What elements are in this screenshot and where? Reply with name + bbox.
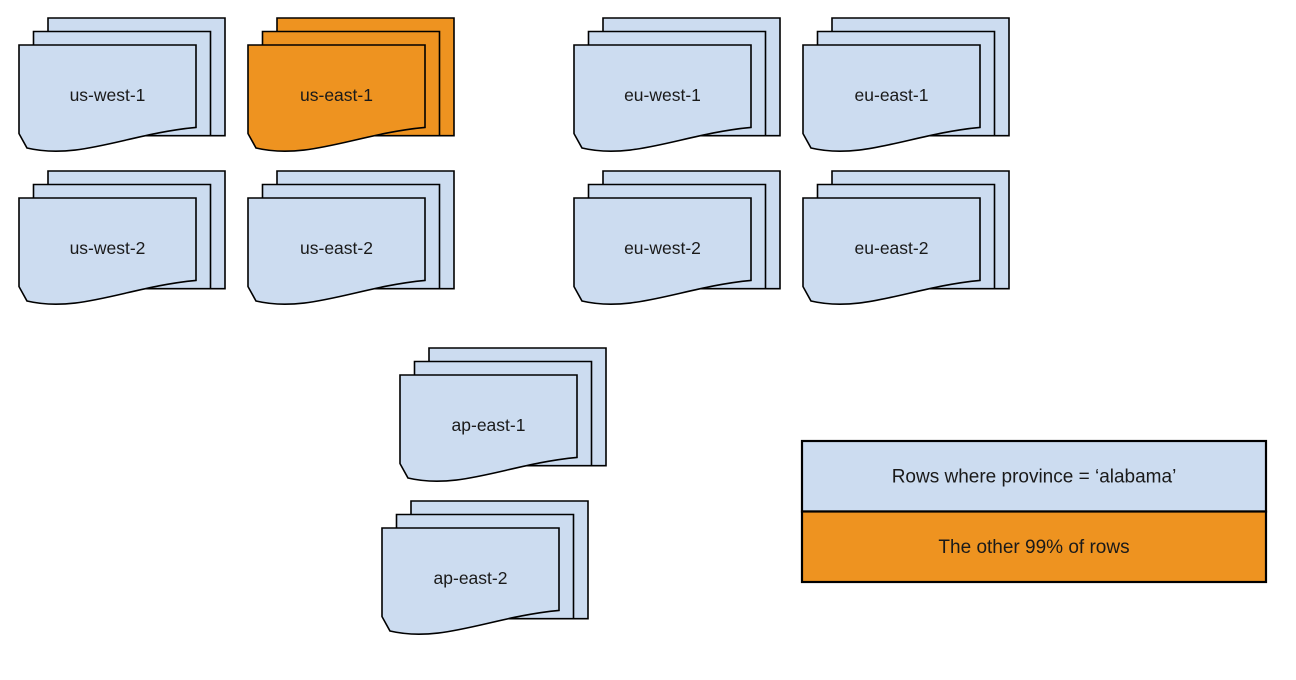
stack-front-sheet[interactable]	[18, 197, 197, 305]
region-stack-us-west-2[interactable]: us-west-2	[18, 170, 226, 305]
region-stack-us-east-2[interactable]: us-east-2	[247, 170, 455, 305]
stack-front-sheet[interactable]	[18, 44, 197, 152]
stack-label: ap-east-1	[452, 415, 526, 435]
region-stack-ap-east-1[interactable]: ap-east-1	[399, 347, 607, 482]
legend-row-blue-label: Rows where province = ‘alabama’	[892, 466, 1177, 487]
stack-front-sheet[interactable]	[573, 44, 752, 152]
region-stack-ap-east-2[interactable]: ap-east-2	[381, 500, 589, 635]
stack-label: us-east-2	[300, 238, 373, 258]
stack-label: us-west-2	[70, 238, 146, 258]
region-stack-eu-west-2[interactable]: eu-west-2	[573, 170, 781, 305]
stack-label: us-east-1	[300, 85, 373, 105]
stack-label: us-west-1	[70, 85, 146, 105]
stack-label: eu-west-1	[624, 85, 701, 105]
region-stack-us-east-1[interactable]: us-east-1	[247, 17, 455, 152]
region-stack-eu-west-1[interactable]: eu-west-1	[573, 17, 781, 152]
region-stack-eu-east-1[interactable]: eu-east-1	[802, 17, 1010, 152]
stack-label: eu-east-1	[855, 85, 929, 105]
stack-label: eu-east-2	[855, 238, 929, 258]
stack-front-sheet[interactable]	[247, 197, 426, 305]
stack-front-sheet[interactable]	[573, 197, 752, 305]
region-stack-eu-east-2[interactable]: eu-east-2	[802, 170, 1010, 305]
region-stack-us-west-1[interactable]: us-west-1	[18, 17, 226, 152]
stack-label: eu-west-2	[624, 238, 701, 258]
stack-front-sheet[interactable]	[247, 44, 426, 152]
stack-front-sheet[interactable]	[381, 527, 560, 635]
stack-label: ap-east-2	[434, 568, 508, 588]
legend-row-orange	[800, 510, 1268, 584]
stack-front-sheet[interactable]	[399, 374, 578, 482]
stack-front-sheet[interactable]	[802, 44, 981, 152]
legend-row-orange-label: The other 99% of rows	[938, 537, 1129, 558]
legend: Rows where province = ‘alabama’ The other…	[800, 439, 1268, 584]
stack-front-sheet[interactable]	[802, 197, 981, 305]
